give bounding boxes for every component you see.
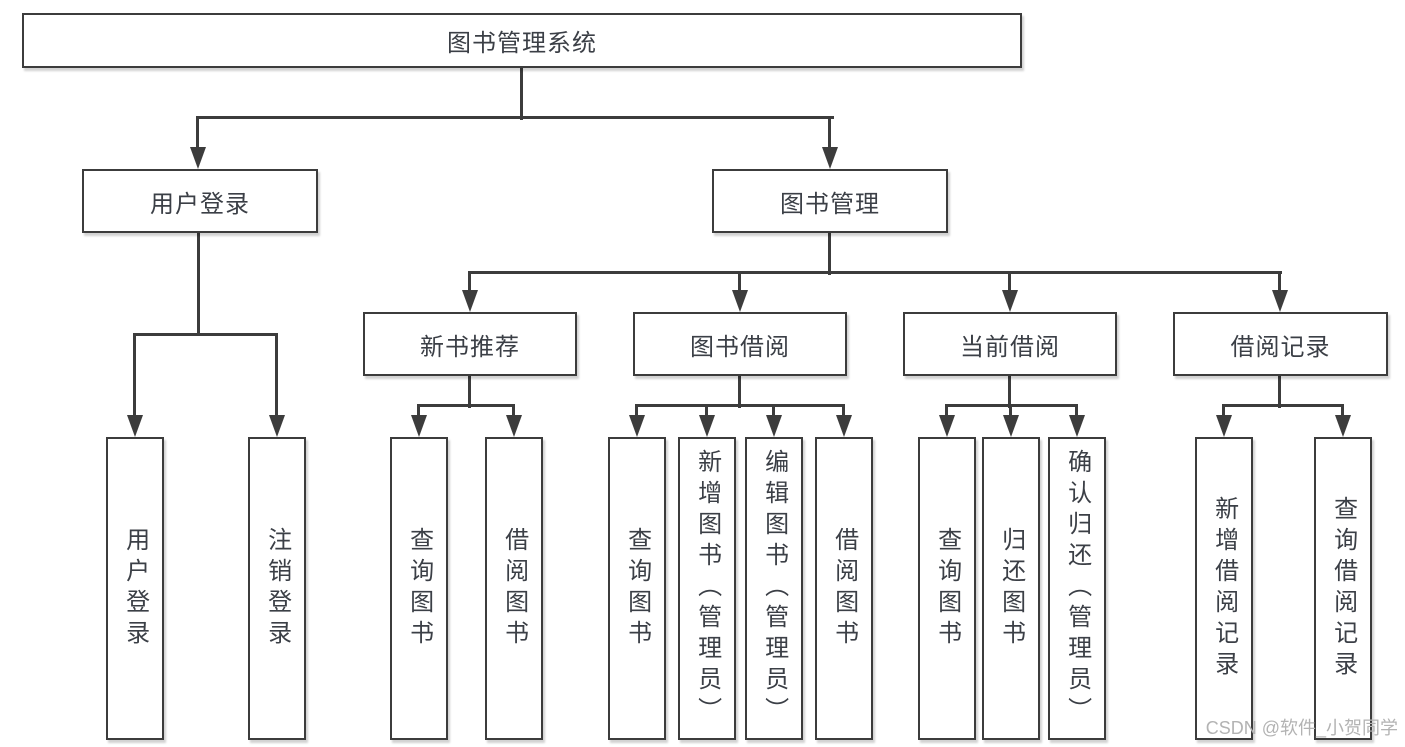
connector-arrowhead xyxy=(629,415,645,437)
leaf-confirm-return-admin: 确认归还（管理员） xyxy=(1048,437,1106,740)
connector-hline xyxy=(417,404,515,407)
connector-vline xyxy=(512,405,515,418)
connector-vline xyxy=(945,405,948,418)
leaf-query-borrow-record: 查询借阅记录 xyxy=(1314,437,1372,740)
connector-arrowhead xyxy=(506,415,522,437)
node-new-book-recommendation: 新书推荐 xyxy=(363,312,577,376)
connector-vline xyxy=(1008,272,1011,294)
connector-arrowhead xyxy=(127,415,143,437)
connector-arrowhead xyxy=(1069,415,1085,437)
leaf-query-books-current-label: 查询图书 xyxy=(933,526,961,651)
leaf-edit-books-admin-label: 编辑图书（管理员） xyxy=(760,449,788,728)
connector-arrowhead xyxy=(732,290,748,312)
leaf-user-login-label: 用户登录 xyxy=(121,526,149,651)
connector-hline xyxy=(1222,404,1344,407)
csdn-watermark: CSDN @软件_小贺同学 xyxy=(1205,718,1398,738)
leaf-query-books-borrowing-label: 查询图书 xyxy=(623,526,651,651)
connector-arrowhead xyxy=(699,415,715,437)
connector-arrowhead xyxy=(1335,415,1351,437)
connector-arrowhead xyxy=(411,415,427,437)
leaf-add-books-admin: 新增图书（管理员） xyxy=(678,437,736,740)
leaf-add-borrow-record-label: 新增借阅记录 xyxy=(1210,495,1238,682)
connector-hline xyxy=(133,333,278,336)
connector-vline xyxy=(417,405,420,418)
connector-vline xyxy=(1278,376,1281,408)
connector-hline xyxy=(468,271,1282,274)
connector-arrowhead xyxy=(822,147,838,169)
connector-vline xyxy=(196,117,199,150)
connector-arrowhead xyxy=(1002,290,1018,312)
connector-vline xyxy=(133,334,136,418)
leaf-add-books-admin-label: 新增图书（管理员） xyxy=(693,449,721,728)
leaf-query-books-recommend-label: 查询图书 xyxy=(405,526,433,651)
connector-arrowhead xyxy=(1003,415,1019,437)
connector-vline xyxy=(842,405,845,418)
connector-arrowhead xyxy=(939,415,955,437)
connector-arrowhead xyxy=(269,415,285,437)
connector-vline xyxy=(197,233,200,336)
connector-hline xyxy=(635,404,845,407)
connector-arrowhead xyxy=(1272,290,1288,312)
leaf-add-borrow-record: 新增借阅记录 xyxy=(1195,437,1253,740)
connector-vline xyxy=(468,376,471,408)
connector-vline xyxy=(828,233,831,275)
connector-arrowhead xyxy=(836,415,852,437)
leaf-query-books-current: 查询图书 xyxy=(918,437,976,740)
connector-hline xyxy=(196,116,834,119)
leaf-borrow-books-borrowing-label: 借阅图书 xyxy=(830,526,858,651)
node-book-management: 图书管理 xyxy=(712,169,948,233)
connector-arrowhead xyxy=(462,290,478,312)
connector-vline xyxy=(1008,376,1011,408)
leaf-query-borrow-record-label: 查询借阅记录 xyxy=(1329,495,1357,682)
node-library-management-system: 图书管理系统 xyxy=(22,13,1022,68)
connector-vline xyxy=(468,272,471,294)
connector-vline xyxy=(1009,405,1012,418)
node-current-borrowing: 当前借阅 xyxy=(903,312,1117,376)
connector-vline xyxy=(772,405,775,418)
node-user-login: 用户登录 xyxy=(82,169,318,233)
leaf-query-books-borrowing: 查询图书 xyxy=(608,437,666,740)
leaf-logout-login: 注销登录 xyxy=(248,437,306,740)
connector-vline xyxy=(520,68,523,120)
leaf-return-books-label: 归还图书 xyxy=(997,526,1025,651)
leaf-borrow-books-recommend: 借阅图书 xyxy=(485,437,543,740)
connector-vline xyxy=(1341,405,1344,418)
leaf-borrow-books-recommend-label: 借阅图书 xyxy=(500,526,528,651)
connector-arrowhead xyxy=(1216,415,1232,437)
leaf-user-login: 用户登录 xyxy=(106,437,164,740)
connector-vline xyxy=(705,405,708,418)
node-book-borrowing: 图书借阅 xyxy=(633,312,847,376)
leaf-query-books-recommend: 查询图书 xyxy=(390,437,448,740)
connector-vline xyxy=(828,117,831,150)
connector-vline xyxy=(635,405,638,418)
node-borrowing-records: 借阅记录 xyxy=(1173,312,1388,376)
connector-arrowhead xyxy=(190,147,206,169)
connector-vline xyxy=(1075,405,1078,418)
connector-vline xyxy=(1278,272,1281,294)
connector-vline xyxy=(1222,405,1225,418)
connector-vline xyxy=(275,334,278,418)
connector-arrowhead xyxy=(766,415,782,437)
connector-vline xyxy=(738,272,741,294)
leaf-confirm-return-admin-label: 确认归还（管理员） xyxy=(1063,449,1091,728)
leaf-logout-login-label: 注销登录 xyxy=(263,526,291,651)
leaf-edit-books-admin: 编辑图书（管理员） xyxy=(745,437,803,740)
leaf-borrow-books-borrowing: 借阅图书 xyxy=(815,437,873,740)
connector-vline xyxy=(738,376,741,408)
leaf-return-books: 归还图书 xyxy=(982,437,1040,740)
